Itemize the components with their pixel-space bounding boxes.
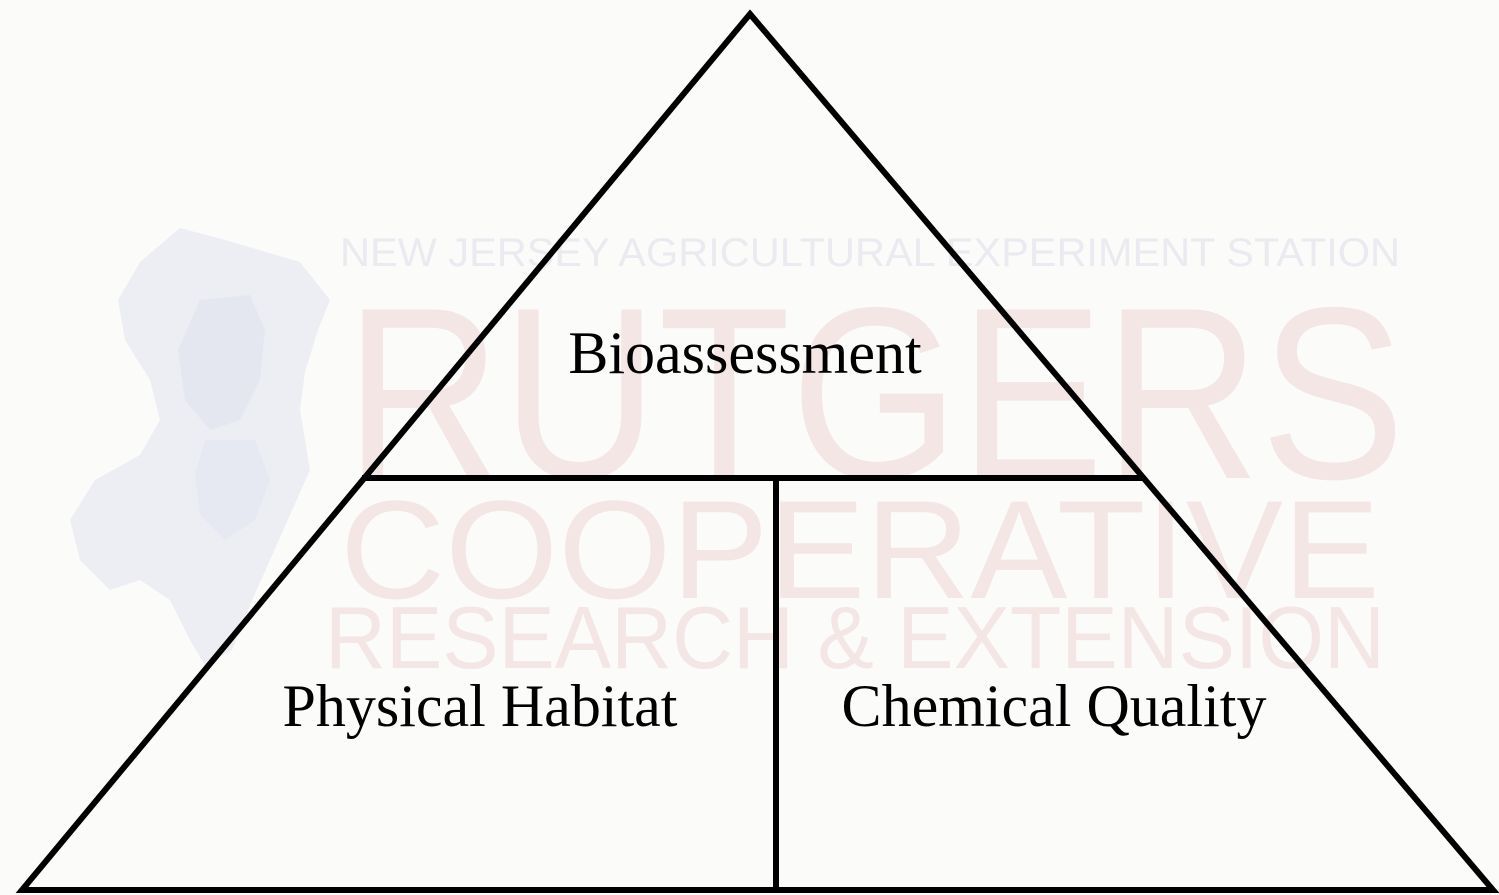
watermark-line-4: RESEARCH & EXTENSION bbox=[325, 588, 1385, 687]
top-section-label: Bioassessment bbox=[568, 320, 922, 386]
outer-triangle bbox=[15, 9, 1499, 893]
nj-map-seal-watermark bbox=[178, 295, 265, 430]
nj-map-watermark bbox=[70, 228, 330, 665]
watermark-line-2: RUTGERS bbox=[345, 256, 1405, 530]
pyramid-diagram bbox=[15, 9, 1499, 893]
watermark-logo: NEW JERSEY AGRICULTURAL EXPERIMENT STATI… bbox=[70, 228, 1405, 687]
left-section-label: Physical Habitat bbox=[283, 673, 678, 739]
nj-map-lower-watermark bbox=[195, 440, 270, 540]
right-section-label: Chemical Quality bbox=[842, 673, 1267, 739]
watermark-line-1: NEW JERSEY AGRICULTURAL EXPERIMENT STATI… bbox=[340, 231, 1400, 275]
